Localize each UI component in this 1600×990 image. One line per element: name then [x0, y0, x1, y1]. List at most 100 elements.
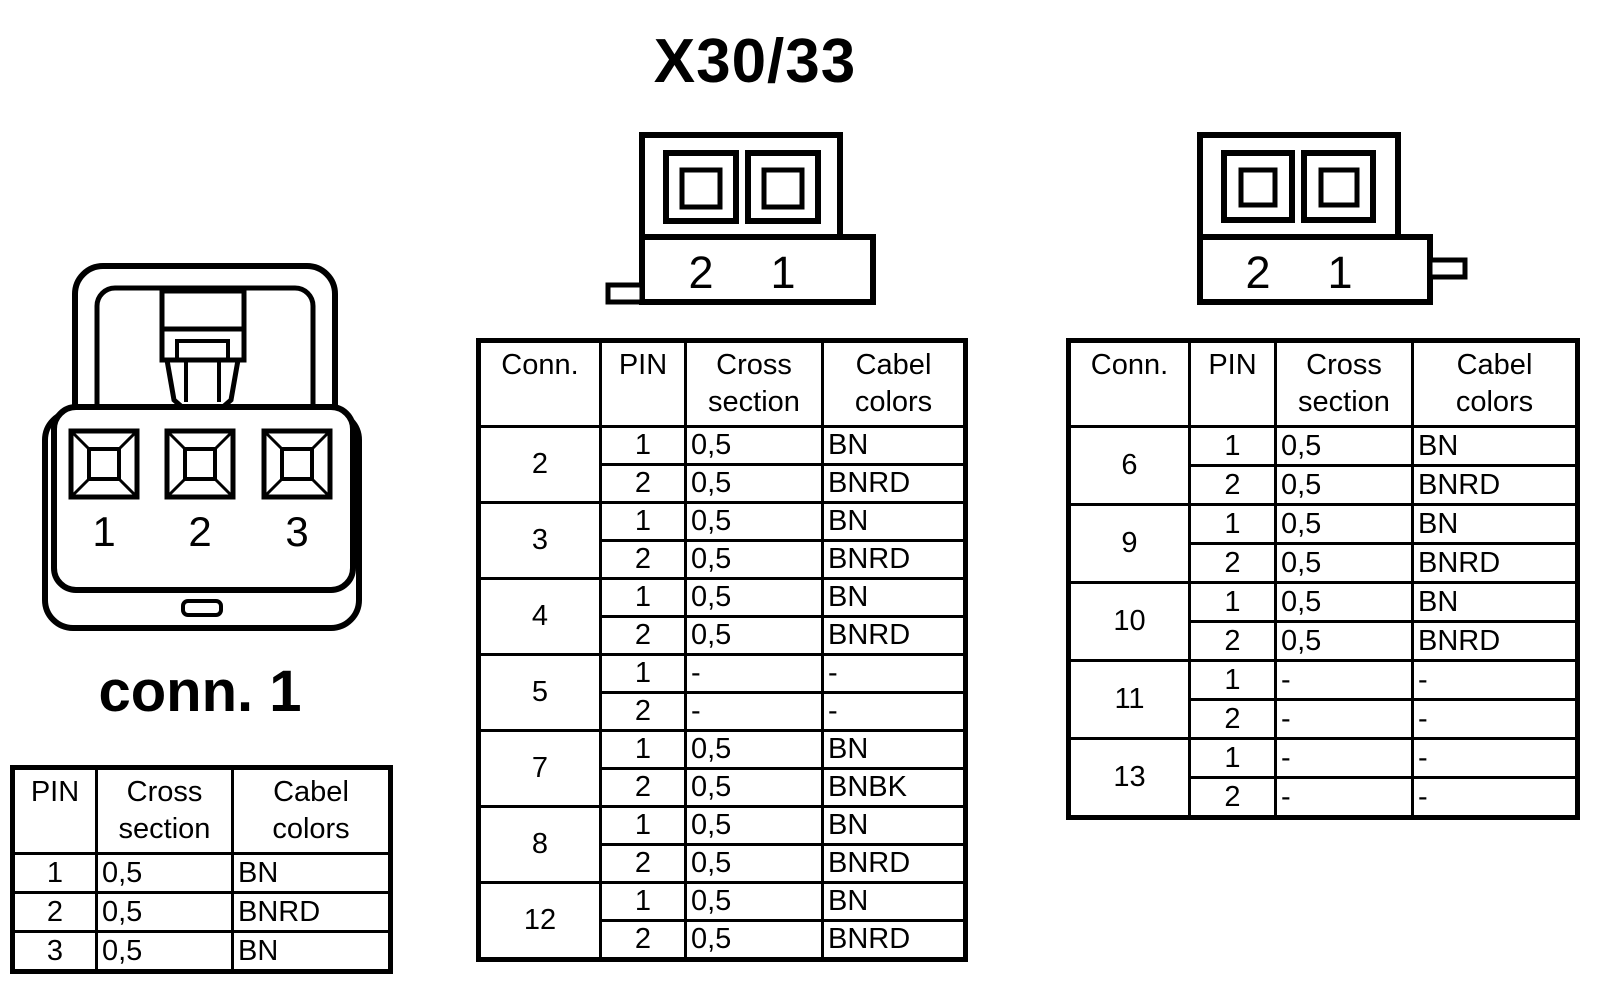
cross-section-cell: 0,5 [95, 891, 234, 933]
column-header: Conn. [477, 339, 602, 428]
pin-cell: 2 [11, 891, 98, 933]
cable-color-cell: BN [1411, 503, 1579, 545]
cross-section-cell: 0,5 [684, 881, 824, 922]
pin-cell: 1 [11, 852, 98, 894]
column-header: Cabel colors [1411, 339, 1579, 428]
connector-side-tab [1427, 257, 1468, 280]
pin-cell: 1 [599, 805, 687, 846]
pin-cell: 1 [599, 729, 687, 770]
cable-color-cell: BN [1411, 581, 1579, 623]
two-pin-connector-drawing-left: 2 1 [605, 132, 876, 305]
pin-cell: 1 [1188, 425, 1277, 467]
pin-number: 2 [1245, 247, 1270, 298]
pin-cell: 2 [599, 691, 687, 732]
pin-cell: 2 [599, 767, 687, 808]
cross-section-cell: 0,5 [684, 501, 824, 542]
table-row: 2-- [1069, 698, 1579, 740]
conn-number-cell: 5 [477, 653, 602, 732]
cable-color-cell: BNRD [821, 539, 967, 580]
cable-color-cell: BN [821, 881, 967, 922]
pin-cavity [663, 150, 739, 224]
cable-color-cell: BNRD [1411, 464, 1579, 506]
cable-color-cell: BNRD [821, 615, 967, 656]
cable-color-cell: - [821, 653, 967, 694]
cable-color-cell: BNRD [821, 463, 967, 504]
cross-section-cell: 0,5 [684, 919, 824, 961]
conn-number-cell: 2 [477, 425, 602, 504]
pin-cell: 1 [599, 881, 687, 922]
connector-base [1197, 234, 1433, 305]
cross-section-cell: 0,5 [684, 463, 824, 504]
cross-section-cell: - [1274, 698, 1414, 740]
cross-section-cell: - [684, 691, 824, 732]
conn1-bottom-slot [181, 599, 223, 617]
conn-number-cell: 9 [1067, 503, 1191, 584]
column-header: PIN [11, 766, 98, 855]
pin-cell: 1 [599, 501, 687, 542]
pin-cell: 2 [1188, 698, 1277, 740]
cable-color-cell: BN [821, 501, 967, 542]
column-header: PIN [1188, 339, 1277, 428]
cable-color-cell: BNBK [821, 767, 967, 808]
cross-section-cell: 0,5 [684, 539, 824, 580]
cable-color-cell: - [1411, 698, 1579, 740]
cross-section-cell: 0,5 [1274, 542, 1414, 584]
conn-number-cell: 4 [477, 577, 602, 656]
pin-cavity [1221, 150, 1295, 223]
cable-color-cell: BN [231, 930, 392, 973]
cable-color-cell: BNRD [821, 843, 967, 884]
cable-color-cell: BN [821, 577, 967, 618]
cable-color-cell: BN [821, 425, 967, 466]
pin-cell: 1 [1188, 659, 1277, 701]
column-header: PIN [599, 339, 687, 428]
cable-color-cell: BN [231, 852, 392, 894]
diagram-title: X30/33 [653, 27, 857, 96]
pin-cell: 1 [1188, 737, 1277, 779]
table-row: 2-- [479, 691, 967, 732]
pin-number: 1 [770, 247, 795, 298]
pin-cell: 1 [1188, 581, 1277, 623]
table-row: 2-- [1069, 776, 1579, 819]
cable-color-cell: BN [821, 805, 967, 846]
cable-color-cell: BNRD [231, 891, 392, 933]
cross-section-cell: 0,5 [684, 729, 824, 770]
cross-section-cell: 0,5 [1274, 620, 1414, 662]
pin-number: 2 [688, 247, 713, 298]
conn1-pin-cavity-1 [68, 428, 140, 500]
cable-color-cell: BNRD [1411, 542, 1579, 584]
conn1-pin-number: 1 [92, 508, 115, 555]
conn1-latch-mid [159, 326, 247, 363]
conn-number-cell: 13 [1067, 737, 1191, 819]
column-header: Cross section [95, 766, 234, 855]
pin-cell: 2 [1188, 620, 1277, 662]
pin-cell: 2 [1188, 542, 1277, 584]
column-header: Conn. [1067, 339, 1191, 428]
pin-number: 1 [1327, 247, 1352, 298]
cross-section-cell: 0,5 [1274, 425, 1414, 467]
pin-cell: 3 [11, 930, 98, 973]
conn1-pin-cavity-2 [164, 428, 236, 500]
conn1-latch-top [159, 288, 247, 332]
conn1-connector-drawing: 1 2 3 [42, 263, 362, 631]
cable-color-cell: - [1411, 659, 1579, 701]
conn-number-cell: 7 [477, 729, 602, 808]
cross-section-cell: 0,5 [684, 425, 824, 466]
